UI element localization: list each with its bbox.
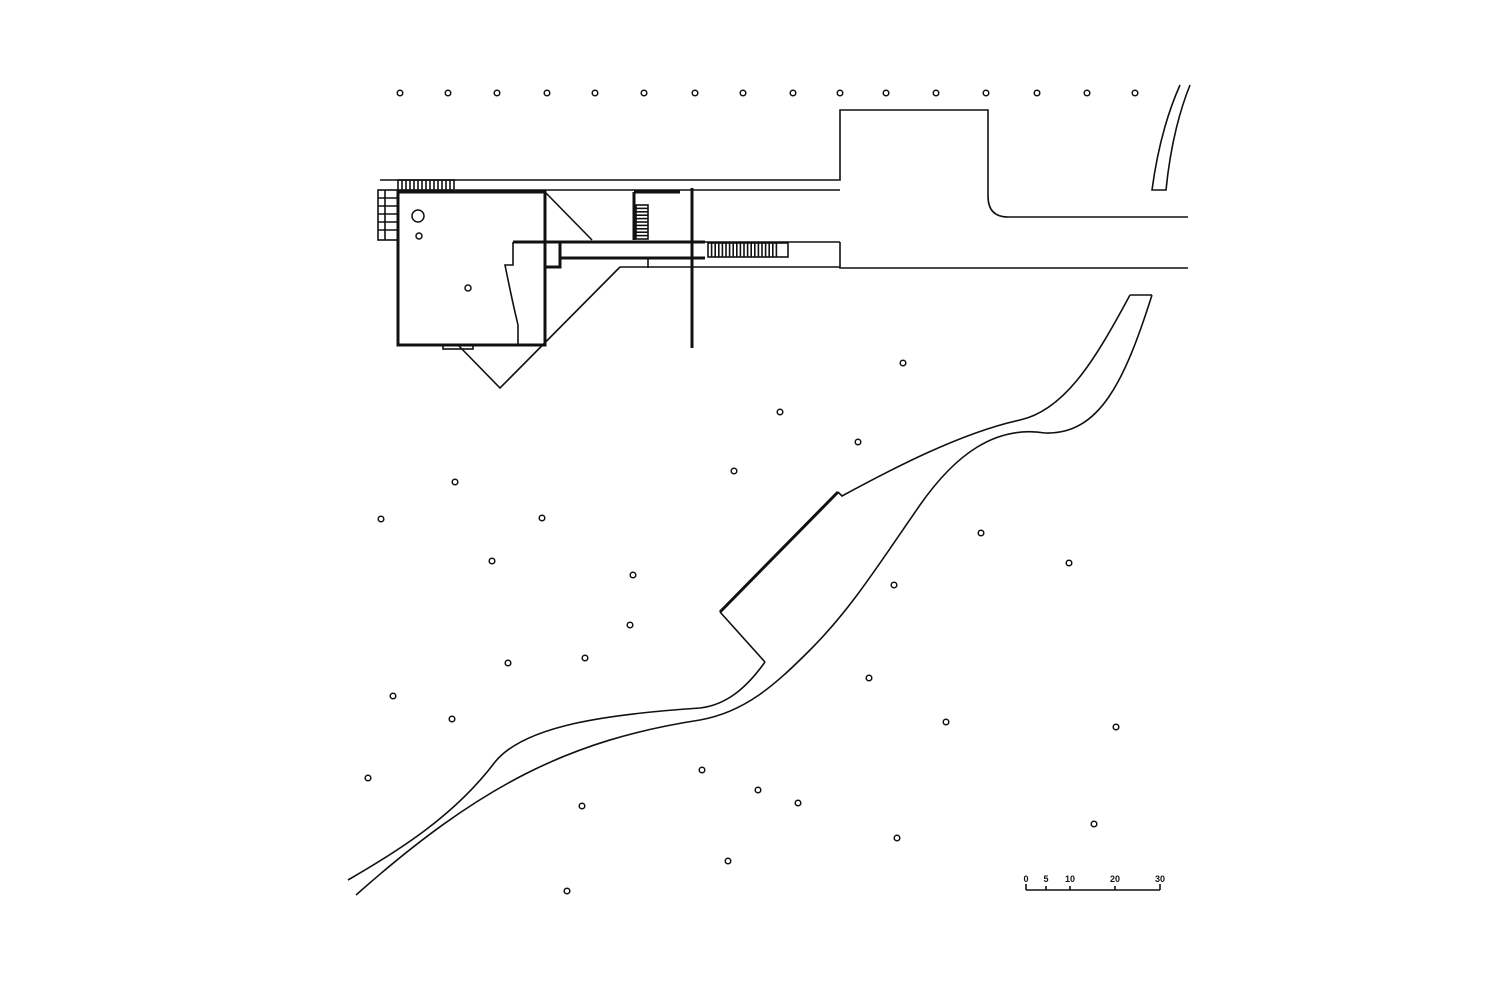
tree-marker — [854, 438, 862, 446]
tree-marker — [977, 529, 985, 537]
tree-marker — [538, 514, 546, 522]
scale-tick-5: 5 — [1043, 874, 1048, 884]
scale-tick-10: 10 — [1065, 874, 1075, 884]
tree-marker — [899, 359, 907, 367]
scale-tick-0: 0 — [1023, 874, 1028, 884]
road-lower-edge — [839, 242, 1188, 269]
tree-marker — [730, 467, 738, 475]
house-plan — [377, 179, 789, 390]
tree-marker — [389, 692, 397, 700]
tree-marker — [932, 89, 940, 97]
tree-marker — [504, 659, 512, 667]
tree-marker — [1112, 723, 1120, 731]
tree-marker — [629, 571, 637, 579]
path-edge-inner — [355, 294, 1153, 896]
tree-marker — [377, 515, 385, 523]
scale-bar: 0 5 10 20 30 — [1023, 874, 1165, 891]
tree-marker — [493, 89, 501, 97]
retaining-wall — [718, 490, 840, 614]
tree-marker — [1033, 89, 1041, 97]
tree-marker — [591, 89, 599, 97]
main-room — [396, 190, 547, 347]
tree-marker — [1131, 89, 1139, 97]
tree-marker — [543, 89, 551, 97]
tree-marker — [739, 89, 747, 97]
tree-marker — [836, 89, 844, 97]
scale-tick-30: 30 — [1155, 874, 1165, 884]
tree-marker — [444, 89, 452, 97]
tree-marker — [754, 786, 762, 794]
stairs-left — [377, 189, 399, 241]
tree-marker — [776, 408, 784, 416]
tree-marker — [488, 557, 496, 565]
tree-marker — [1083, 89, 1091, 97]
tree-marker — [640, 89, 648, 97]
tree-marker — [451, 478, 459, 486]
tree-marker — [691, 89, 699, 97]
tree-marker — [794, 799, 802, 807]
corridor-outline — [560, 241, 840, 268]
path-edge-outer — [347, 294, 1131, 881]
tree-marker — [893, 834, 901, 842]
tree-marker — [581, 654, 589, 662]
tree-marker — [698, 766, 706, 774]
upper-right-arc — [1151, 84, 1191, 191]
tree-marker — [942, 718, 950, 726]
tree-marker — [1065, 559, 1073, 567]
stairs-top — [401, 180, 778, 257]
tree-marker — [865, 674, 873, 682]
tree-marker — [882, 89, 890, 97]
scale-tick-20: 20 — [1110, 874, 1120, 884]
tree-marker — [364, 774, 372, 782]
tree-marker — [578, 802, 586, 810]
tree-marker — [1090, 820, 1098, 828]
tree-marker — [724, 857, 732, 865]
tree-marker — [890, 581, 898, 589]
tree-marker — [396, 89, 404, 97]
tree-marker — [789, 89, 797, 97]
stairs-inner — [635, 204, 649, 240]
upper-strip — [380, 109, 1188, 218]
tree-marker — [982, 89, 990, 97]
tree-marker — [563, 887, 571, 895]
stairs-corridor — [707, 242, 789, 258]
tree-marker — [448, 715, 456, 723]
tree-markers — [364, 89, 1139, 895]
tree-marker — [626, 621, 634, 629]
